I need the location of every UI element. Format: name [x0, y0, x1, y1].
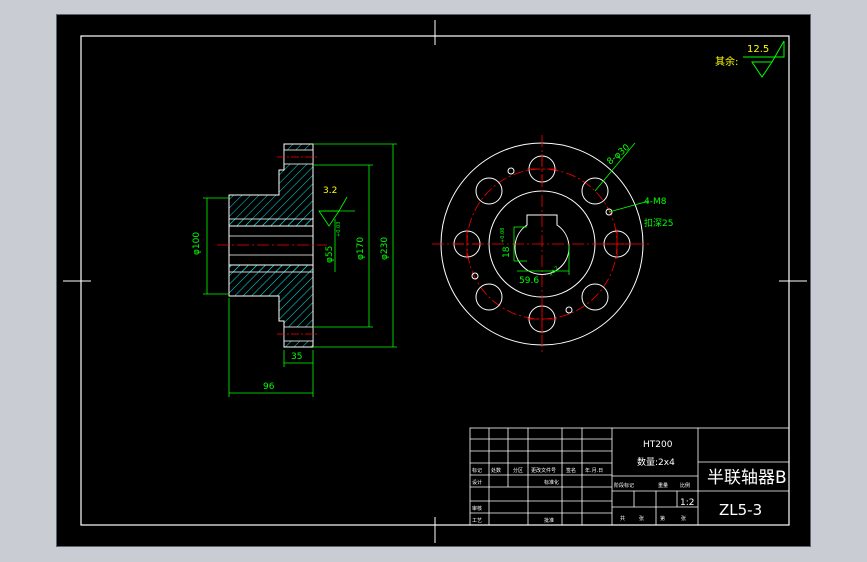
cad-viewport[interactable]: 其余: 12.5: [56, 14, 811, 547]
lbl-approve: 批准: [544, 517, 554, 524]
front-view-dimension-text: 8-φ30 4-M8 扣深25 18 +0.08 59.6 +0.2: [500, 143, 673, 286]
lbl-weight: 重量: [658, 482, 668, 489]
hdr-1: 处数: [491, 467, 501, 474]
finish-label: 其余:: [715, 55, 738, 68]
side-section-view: [217, 143, 327, 348]
lbl-review: 审核: [472, 505, 482, 512]
front-view-dimensions: [513, 142, 650, 275]
roughness-symbol: [751, 61, 773, 78]
lbl-total: 共: [620, 515, 625, 522]
finish-value: 12.5: [747, 44, 769, 55]
front-view-centerlines: [432, 135, 652, 355]
hdr-4: 签名: [566, 467, 576, 474]
title-block: [469, 427, 790, 526]
dim-bore-diameter: φ55: [325, 246, 335, 263]
lbl-process: 工艺: [472, 518, 482, 524]
hdr-2: 分区: [513, 467, 523, 474]
side-view-dimensions: [203, 143, 397, 397]
dim-flange-width: 35: [291, 352, 302, 362]
bore-keyway: [514, 214, 570, 275]
keyway-width: 18: [502, 246, 512, 258]
drawing-number: ZL5-3: [719, 501, 762, 519]
scale-value: 1:2: [680, 498, 694, 508]
holes-callout: 8-φ30: [606, 143, 633, 168]
lbl-sheets2: 张: [681, 515, 686, 522]
keyway-tolerance: +0.08: [500, 228, 506, 243]
keyway-depth: 59.6: [519, 276, 539, 286]
dim-outer-diameter: φ230: [380, 237, 390, 260]
thread-callout: 4-M8: [644, 197, 667, 207]
lbl-scale: 比例: [680, 482, 690, 489]
side-roughness-value: 3.2: [323, 186, 337, 196]
dim-hub-diameter: φ100: [192, 232, 202, 255]
thread-depth: 扣深25: [644, 217, 673, 229]
side-view-dimension-text: φ100 φ55 +0.03 φ170 φ230 35 96 3.2: [192, 186, 390, 392]
title-block-text: HT200 数量:2x4 半联轴器B ZL5-3 1:2 标记 处数 分区 更改…: [472, 440, 787, 524]
hdr-0: 标记: [472, 467, 482, 474]
lbl-sheets1: 张: [639, 515, 644, 522]
dim-bore-tolerance: +0.03: [336, 222, 342, 237]
drawing-canvas: 其余: 12.5: [63, 20, 807, 543]
lbl-stage: 阶段标记: [614, 482, 634, 489]
drawing-frame: [63, 20, 807, 543]
hdr-5: 年.月.日: [585, 467, 603, 474]
lbl-design: 设计: [472, 479, 482, 486]
quantity: 数量:2x4: [637, 456, 675, 468]
hdr-3: 更改文件号: [531, 467, 556, 474]
surface-finish-note: 其余: 12.5: [715, 40, 785, 78]
lbl-sheet-no: 第: [660, 515, 665, 522]
keyway-depth-tol: +0.2: [548, 265, 560, 278]
lbl-standard: 标准化: [544, 479, 559, 486]
part-name: 半联轴器B: [707, 468, 787, 488]
dim-overall-length: 96: [263, 382, 275, 392]
material: HT200: [643, 440, 673, 450]
dim-bolt-circle: φ170: [356, 237, 366, 260]
